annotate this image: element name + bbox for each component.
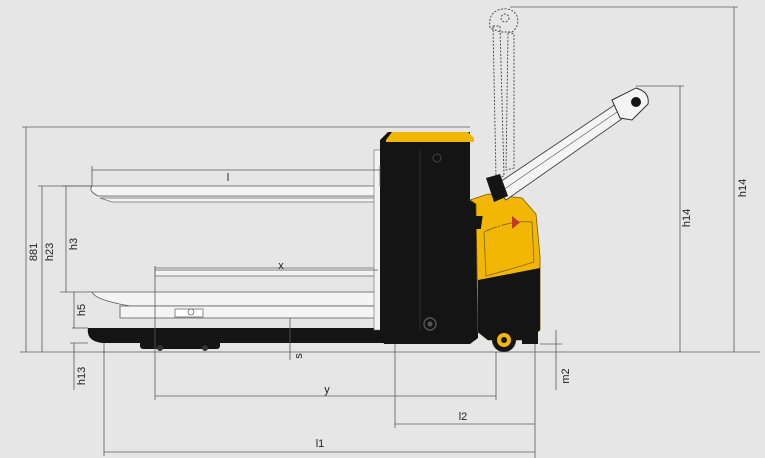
chassis (380, 132, 478, 344)
tiller-driving (486, 87, 649, 202)
label-h13: h13 (76, 367, 88, 385)
linkage-pin (187, 308, 195, 316)
label-y: y (324, 384, 330, 396)
lowered-fork (87, 328, 396, 343)
label-h5: h5 (76, 304, 88, 316)
label-l2: l2 (459, 411, 468, 423)
chassis-bolt-center (427, 321, 433, 327)
label-x: x (278, 260, 284, 272)
drive-wheel-axle (501, 337, 507, 343)
load-wheel (157, 345, 163, 351)
chassis-detail (432, 153, 442, 163)
label-m2: m2 (560, 368, 572, 383)
cover-contour (483, 221, 535, 277)
label-881: 881 (28, 243, 40, 261)
label-h14-outer: h14 (737, 179, 749, 197)
caster (522, 330, 538, 344)
cat-logo: CAT (450, 216, 520, 230)
label-h23: h23 (44, 243, 56, 261)
lower-fork-mid (119, 305, 379, 319)
lower-fork-top (91, 291, 379, 307)
chassis-bolt (423, 317, 437, 331)
label-h14-inner: h14 (681, 209, 693, 227)
dimension-lines (20, 6, 760, 458)
label-l1: l1 (316, 438, 325, 450)
label-h3: h3 (68, 238, 80, 250)
top-cover-strip (386, 132, 474, 142)
dimension-labels: 881 h23 h3 h5 h13 s l x y l2 l1 m2 h14 h… (28, 172, 749, 450)
label-l: l (227, 172, 229, 184)
raised-fork-under (99, 197, 379, 203)
load-wheel (202, 345, 208, 351)
x-range-fork (154, 267, 379, 277)
raised-fork (90, 185, 379, 197)
label-s: s (293, 353, 305, 359)
drive-cover-bottom (478, 268, 540, 340)
pallet-truck: CAT (87, 8, 649, 352)
load-wheel-bogie (140, 338, 220, 349)
tiller-upright (489, 8, 519, 179)
cat-logo-text: CAT (484, 219, 504, 230)
